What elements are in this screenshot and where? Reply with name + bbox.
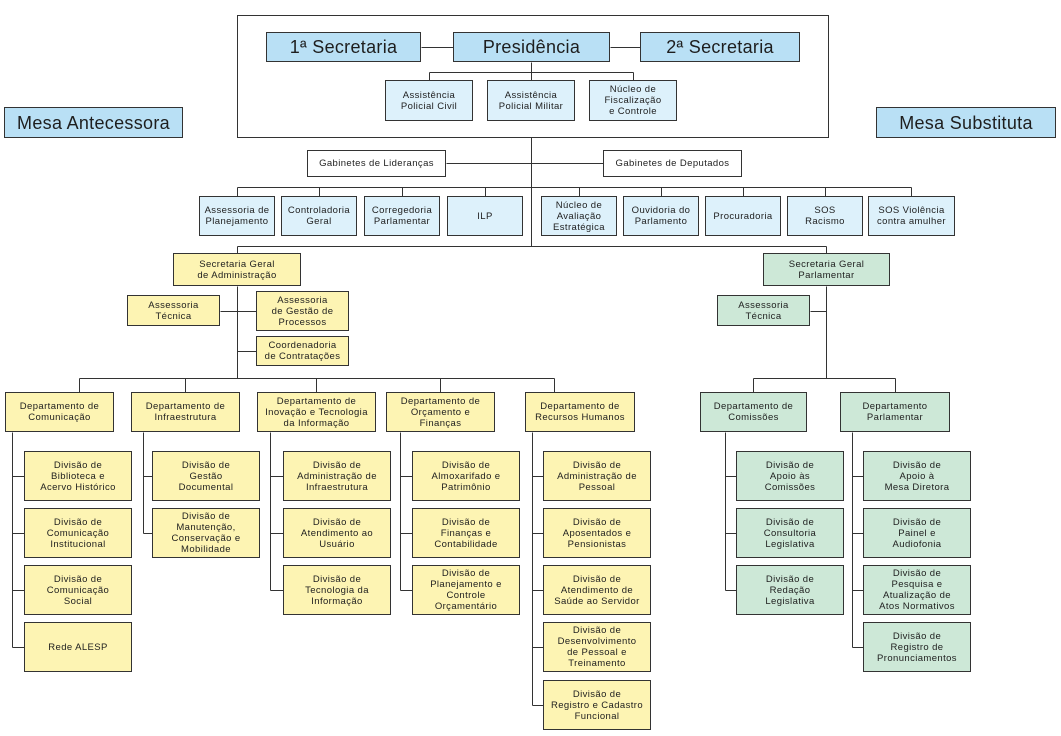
division-box: Divisão de Comunicação Institucional [24,508,132,558]
division-box: Divisão de Atendimento de Saúde ao Servi… [543,565,651,615]
department-box: Departamento de Comunicação [5,392,114,432]
staff-unit-box: Procuradoria [705,196,781,236]
mesa-substituta-box: Mesa Substituta [876,107,1056,138]
division-box: Divisão de Tecnologia da Informação [283,565,391,615]
division-box: Divisão de Painel e Audiofonia [863,508,971,558]
procurement-coordination-box: Coordenadoria de Contratações [256,336,349,366]
staff-unit-box: SOS Racismo [787,196,863,236]
administration-secretariat-box: Secretaria Geral de Administração [173,253,301,286]
division-box: Divisão de Apoio às Comissões [736,451,844,501]
division-box: Divisão de Consultoria Legislativa [736,508,844,558]
mesa-antecessora-box: Mesa Antecessora [4,107,183,138]
department-box: Departamento de Comissões [700,392,807,432]
division-box: Divisão de Planejamento e Controle Orçam… [412,565,520,615]
staff-unit-box: Controladoria Geral [281,196,357,236]
division-box: Divisão de Administração de Pessoal [543,451,651,501]
division-box: Divisão de Apoio à Mesa Diretora [863,451,971,501]
leaderships-cabinets-box: Gabinetes de Lideranças [307,150,446,177]
division-box: Divisão de Comunicação Social [24,565,132,615]
division-box: Divisão de Desenvolvimento de Pessoal e … [543,622,651,672]
division-box: Divisão de Atendimento ao Usuário [283,508,391,558]
division-box: Divisão de Gestão Documental [152,451,260,501]
division-box: Divisão de Aposentados e Pensionistas [543,508,651,558]
division-box: Divisão de Redação Legislativa [736,565,844,615]
staff-unit-box: ILP [447,196,523,236]
division-box: Divisão de Registro e Cadastro Funcional [543,680,651,730]
deputies-cabinets-box: Gabinetes de Deputados [603,150,742,177]
division-box: Divisão de Finanças e Contabilidade [412,508,520,558]
division-box: Rede ALESP [24,622,132,672]
second-secretary-box: 2ª Secretaria [640,32,800,62]
division-box: Divisão de Registro de Pronunciamentos [863,622,971,672]
oversight-control-unit-box: Núcleo de Fiscalização e Controle [589,80,677,121]
division-box: Divisão de Biblioteca e Acervo Histórico [24,451,132,501]
admin-technical-advisory-box: Assessoria Técnica [127,295,220,326]
division-box: Divisão de Manutenção, Conservação e Mob… [152,508,260,558]
parl-technical-advisory-box: Assessoria Técnica [717,295,810,326]
parliamentary-secretariat-box: Secretaria Geral Parlamentar [763,253,890,286]
department-box: Departamento de Orçamento e Finanças [386,392,495,432]
presidency-box: Presidência [453,32,610,62]
staff-unit-box: Corregedoria Parlamentar [364,196,440,236]
first-secretary-box: 1ª Secretaria [266,32,421,62]
department-box: Departamento de Inovação e Tecnologia da… [257,392,376,432]
civil-police-assistance-box: Assistência Policial Civil [385,80,473,121]
staff-unit-box: Núcleo de Avaliação Estratégica [541,196,617,236]
military-police-assistance-box: Assistência Policial Militar [487,80,575,121]
department-box: Departamento Parlamentar [840,392,950,432]
department-box: Departamento de Recursos Humanos [525,392,635,432]
division-box: Divisão de Administração de Infraestrutu… [283,451,391,501]
staff-unit-box: SOS Violência contra amulher [868,196,955,236]
staff-unit-box: Ouvidoria do Parlamento [623,196,699,236]
department-box: Departamento de Infraestrutura [131,392,240,432]
division-box: Divisão de Almoxarifado e Patrimônio [412,451,520,501]
division-box: Divisão de Pesquisa e Atualização de Ato… [863,565,971,615]
staff-unit-box: Assessoria de Planejamento [199,196,275,236]
process-management-advisory-box: Assessoria de Gestão de Processos [256,291,349,331]
